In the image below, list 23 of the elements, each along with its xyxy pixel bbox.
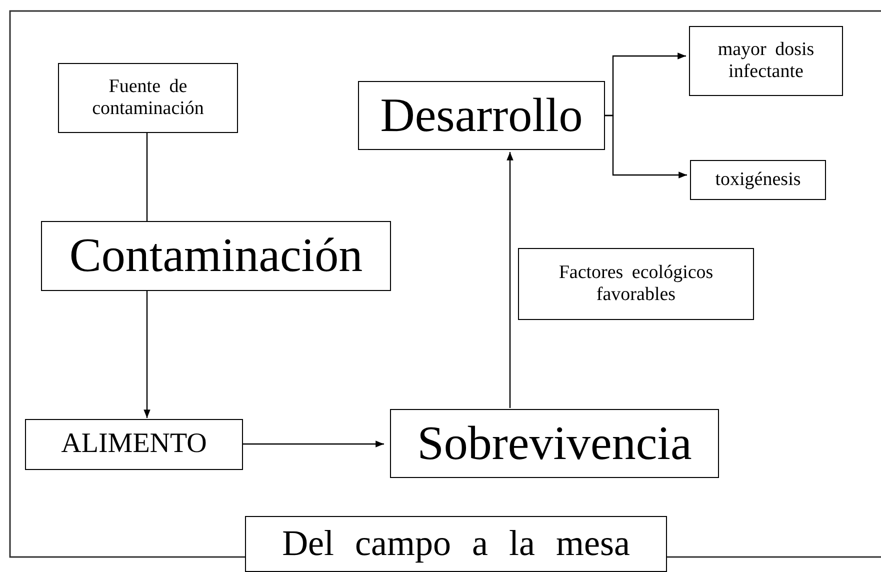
- arrow: [605, 114, 687, 178]
- text-box: [518, 248, 754, 320]
- text-box: [58, 63, 238, 133]
- process-box: [358, 81, 605, 150]
- text-box: [689, 26, 843, 96]
- node-label: toxigénesis: [715, 169, 801, 191]
- arrow: [506, 152, 514, 408]
- node-label: Factores ecológicos favorables: [558, 262, 714, 306]
- text-box: [25, 419, 243, 470]
- node-label: Desarrollo: [380, 88, 583, 144]
- node-label: Sobrevivencia: [417, 416, 692, 472]
- arrow: [243, 440, 384, 448]
- process-box: [390, 409, 719, 478]
- node-label: Fuente de contaminación: [91, 76, 205, 120]
- node-label: mayor dosis infectante: [716, 39, 816, 83]
- node-label: Del campo a la mesa: [282, 523, 630, 564]
- node-label: Contaminación: [69, 228, 363, 284]
- text-box: [690, 160, 826, 200]
- arrow: [144, 291, 150, 418]
- connector-line: [146, 133, 148, 221]
- node-label: ALIMENTO: [61, 428, 207, 461]
- title-box: [245, 516, 667, 572]
- process-box: [41, 221, 391, 291]
